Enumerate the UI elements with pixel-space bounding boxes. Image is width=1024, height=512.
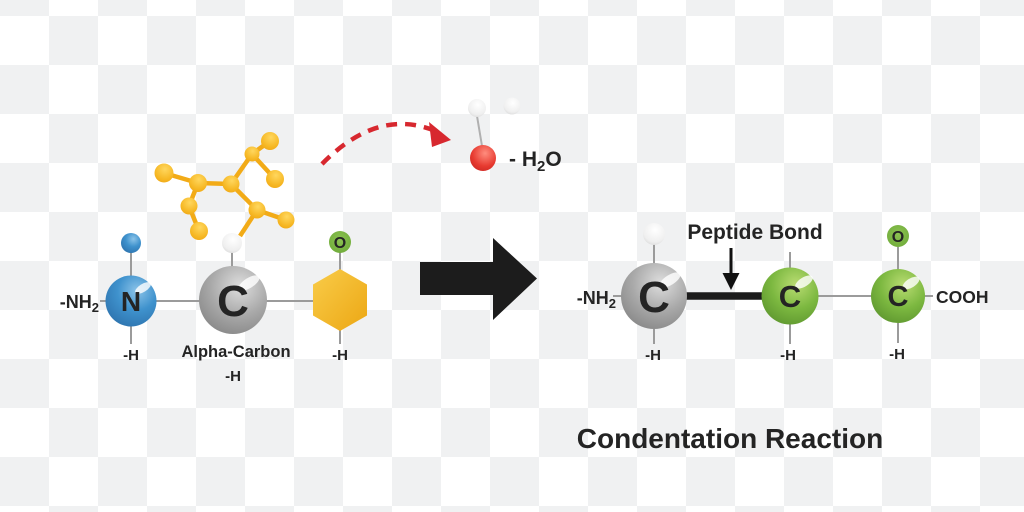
cooh-label: COOH [936, 287, 989, 307]
oxygen-badge-label: O [892, 229, 904, 246]
alpha-carbon-label: Alpha-Carbon [181, 343, 290, 361]
product-molecule: Peptide Bond -NH2 C -H C -H C -H O COOH [577, 221, 989, 364]
sphere-highlight [795, 275, 813, 289]
red-arrowhead-icon [429, 122, 451, 147]
water-label: - H2O [509, 148, 562, 175]
carbon1-atom-label: C [638, 273, 670, 322]
r-group-h-label: -H [332, 347, 348, 364]
carbon2-atom-label: C [779, 279, 801, 314]
side-chain-atom [190, 222, 208, 240]
nitrogen-atom-label: N [121, 286, 141, 317]
sphere-highlight [135, 282, 151, 294]
oxygen-badge-label: O [334, 235, 346, 252]
water-oxygen-sphere [470, 145, 496, 171]
carbon3-atom-label: C [888, 281, 909, 313]
peptide-bond-label: Peptide Bond [687, 221, 822, 244]
carbon2-h-label: -H [780, 347, 796, 364]
amine-group-label: -NH2 [60, 292, 99, 315]
side-chain-atom [189, 174, 207, 192]
sphere-highlight [902, 276, 920, 290]
carbon1-h-label: -H [645, 347, 661, 364]
side-chain-atom [266, 170, 284, 188]
reaction-arrow-icon [420, 238, 537, 320]
oxygen-badge [329, 231, 351, 253]
hydrogen-atom-sphere [222, 233, 242, 253]
side-chain-atom [261, 132, 279, 150]
alpha-carbon-h-label: -H [225, 368, 241, 385]
hydrogen-atom-sphere [643, 223, 665, 245]
side-chain-atom [277, 211, 295, 229]
side-chain-atom [222, 175, 240, 193]
nitrogen-h-label: -H [123, 347, 139, 364]
down-arrowhead-icon [722, 273, 740, 290]
sphere-highlight [659, 272, 681, 288]
side-chain-r-group [154, 132, 295, 240]
reactant-molecule: -NH2 N -H C Alpha-Carbon -H O -H [60, 132, 367, 385]
water-hydrogen-sphere [468, 99, 486, 117]
side-chain-atom [154, 163, 174, 183]
oxygen-badge [887, 225, 909, 247]
water-hydrogen-sphere [503, 97, 521, 115]
carbon3-h-label: -H [889, 346, 905, 363]
diagram-title: Condentation Reaction [577, 423, 883, 454]
water-molecule: - H2O [320, 97, 562, 175]
carboxyl-hexagon [313, 269, 367, 331]
red-dashed-arrow [320, 121, 441, 166]
side-chain-atom [248, 201, 266, 219]
side-chain-atom [244, 146, 260, 162]
sphere-highlight [238, 275, 260, 291]
side-chain-atom [180, 197, 198, 215]
alpha-carbon-atom-label: C [217, 277, 249, 326]
amine-group-label: -NH2 [577, 288, 616, 311]
hydrogen-atom-sphere [121, 233, 141, 253]
